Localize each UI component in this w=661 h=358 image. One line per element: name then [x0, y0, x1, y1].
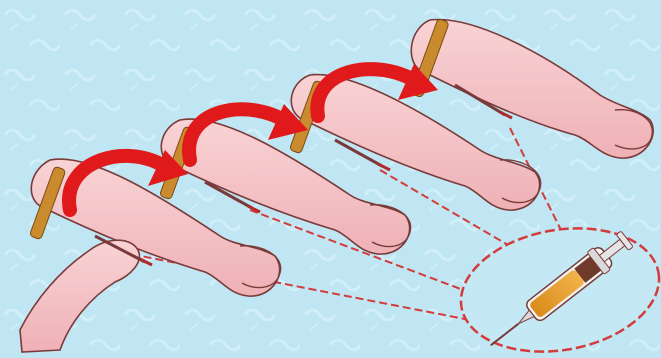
illustration-canvas: [0, 0, 661, 358]
arm-sequence-illustration: [0, 0, 661, 358]
